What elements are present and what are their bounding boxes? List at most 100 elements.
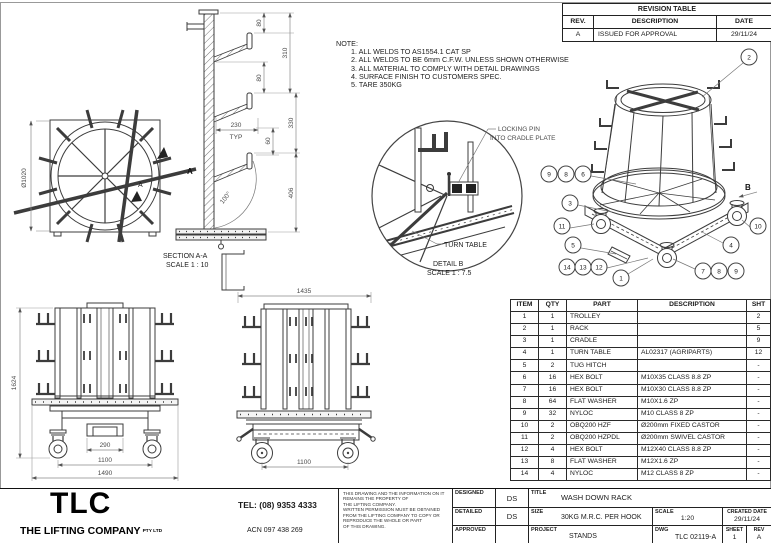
scale-value: 1:20 [680, 515, 695, 522]
rev-date: 29/11/24 [731, 31, 757, 38]
cell-part: TURN TABLE [566, 347, 638, 361]
cell-sht: - [746, 456, 771, 470]
note-item: 5. TARE 350KG [351, 80, 402, 90]
cell-qty: 16 [538, 371, 567, 385]
project-label: PROJECT [531, 527, 557, 533]
cell-part: CRADLE [566, 335, 638, 349]
balloon: 9 [727, 262, 745, 280]
dim-typ: TYP [230, 134, 243, 141]
created-date-label: CREATED DATE [727, 509, 767, 515]
disclaimer-line: THE LIFTING COMPANY. [343, 501, 396, 507]
balloon: 6 [574, 165, 637, 185]
cell-part: HEX BOLT [566, 444, 638, 458]
svg-text:10: 10 [754, 224, 762, 231]
size-cell: SIZE 30KG M.R.C. PER HOOK [528, 507, 652, 525]
dwg-number: TLC 02119-A [675, 534, 717, 541]
dwg-label: DWG [655, 527, 669, 533]
cell-description: M12 CLASS 8 ZP [637, 468, 747, 482]
cell-qty: 4 [538, 444, 567, 458]
dim-1624: 1624 [11, 375, 18, 390]
cell-part: TROLLEY [566, 310, 638, 325]
project-value: STANDS [569, 533, 597, 540]
detail-linework [372, 127, 515, 263]
table-row: 14 4 NYLOC M12 CLASS 8 ZP - [510, 468, 771, 482]
plan-view-linework [13, 109, 197, 243]
cell-description: Ø200mm SWIVEL CASTOR [637, 431, 747, 446]
disclaimer-line: OF THIS DRAWING. [343, 523, 386, 529]
dim-310: 310 [282, 47, 289, 58]
detail-view: LOCKING PIN INTO CRADLE PLATE TURN TABLE… [371, 120, 556, 277]
balloon: 7 [672, 258, 712, 280]
svg-text:8: 8 [717, 269, 721, 276]
cell-description: M12X40 CLASS 8.8 ZP [637, 444, 747, 458]
cell-item: 13 [510, 456, 539, 470]
description-col-header: DESCRIPTION [594, 16, 717, 28]
section-view: 80 310 80 330 406 230 TYP 60 100° SECTIO… [163, 9, 300, 291]
dim-80-top: 80 [256, 19, 263, 27]
cell-item: 6 [510, 371, 539, 385]
revision-table-title: REVISION TABLE [563, 4, 771, 16]
approved-value [495, 525, 528, 543]
balloon: 8 [710, 262, 728, 280]
svg-text:4: 4 [729, 243, 733, 250]
balloon: 14 [558, 258, 576, 276]
cell-sht: - [746, 431, 771, 446]
dim-1435: 1435 [297, 288, 312, 295]
table-row: 11 2 OBQ200 HZPDL Ø200mm SWIVEL CASTOR - [510, 431, 771, 446]
dim-1100-side: 1100 [297, 459, 311, 466]
balloon: 9 [540, 165, 558, 183]
scale-cell: SCALE 1:20 [652, 507, 722, 525]
designed-label: DESIGNED [455, 490, 484, 496]
section-cut-arrow [157, 147, 168, 159]
svg-text:11: 11 [559, 224, 566, 231]
table-row: 7 16 HEX BOLT M10X30 CLASS 8.8 ZP - [510, 383, 771, 397]
balloon: 10 [741, 217, 767, 235]
detail-view-title: DETAIL B [433, 261, 464, 268]
sheet-label: SHEET [725, 527, 744, 533]
cell-item: 1 [510, 310, 539, 325]
cell-sht: - [746, 468, 771, 482]
cell-part: NYLOC [566, 407, 638, 421]
dim-1490: 1490 [98, 470, 113, 477]
balloon-callouts: 2 9 8 6 3 11 5 14 13 12 1 7 8 9 10 4 [540, 48, 767, 287]
note-item: 4. SURFACE FINISH TO CUSTOMERS SPEC. [351, 71, 502, 81]
cell-qty: 4 [538, 468, 567, 482]
iso-linework [584, 83, 749, 264]
svg-text:9: 9 [734, 269, 738, 276]
cell-sht: - [746, 383, 771, 397]
cell-sht: - [746, 407, 771, 421]
rev-cell: REV A [746, 525, 771, 543]
disclaimer-line: REMAINS THE PROPERTY OF [343, 496, 409, 502]
section-letter-label: A [138, 182, 143, 189]
rev-col-header: REV. [563, 16, 594, 28]
phone-number: TEL: (08) 9353 4333 [238, 500, 317, 510]
parts-table-body: 1 1 TROLLEY 2 2 1 RACK 5 3 1 CRADLE 9 [510, 310, 771, 482]
rev-value: A [563, 29, 594, 41]
disclaimer-line: FROM THE LIFTING COMPANY TO COPY OR [343, 512, 440, 518]
cell-description: M10X35 CLASS 8.8 ZP [637, 371, 747, 385]
front-view: 1624 290 1100 1490 [11, 302, 179, 481]
cell-part: RACK [566, 323, 638, 337]
balloon: 13 [574, 258, 592, 276]
revision-table: REVISION TABLE REV. DESCRIPTION DATE A I… [562, 3, 771, 42]
dim-1100: 1100 [98, 457, 112, 464]
balloon: 1 [612, 258, 654, 287]
svg-text:12: 12 [595, 265, 603, 272]
sheet-value: 1 [732, 534, 737, 541]
approved-cell: APPROVED [452, 525, 495, 543]
section-linework [175, 9, 267, 291]
size-label: SIZE [531, 509, 544, 515]
title-label: TITLE [531, 490, 547, 496]
cell-sht: 2 [746, 310, 771, 325]
date-col-header: DATE [735, 18, 753, 25]
detail-view-scale: SCALE 1 : 7.5 [427, 270, 471, 277]
company-suffix: PTY LTD [142, 529, 163, 534]
cell-item: 7 [510, 383, 539, 397]
svg-text:1: 1 [619, 276, 623, 283]
locking-pin-label-line1: LOCKING PIN [498, 126, 540, 133]
table-row: 5 2 TUG HITCH - [510, 359, 771, 373]
cell-item: 9 [510, 407, 539, 421]
side-linework [236, 303, 376, 442]
